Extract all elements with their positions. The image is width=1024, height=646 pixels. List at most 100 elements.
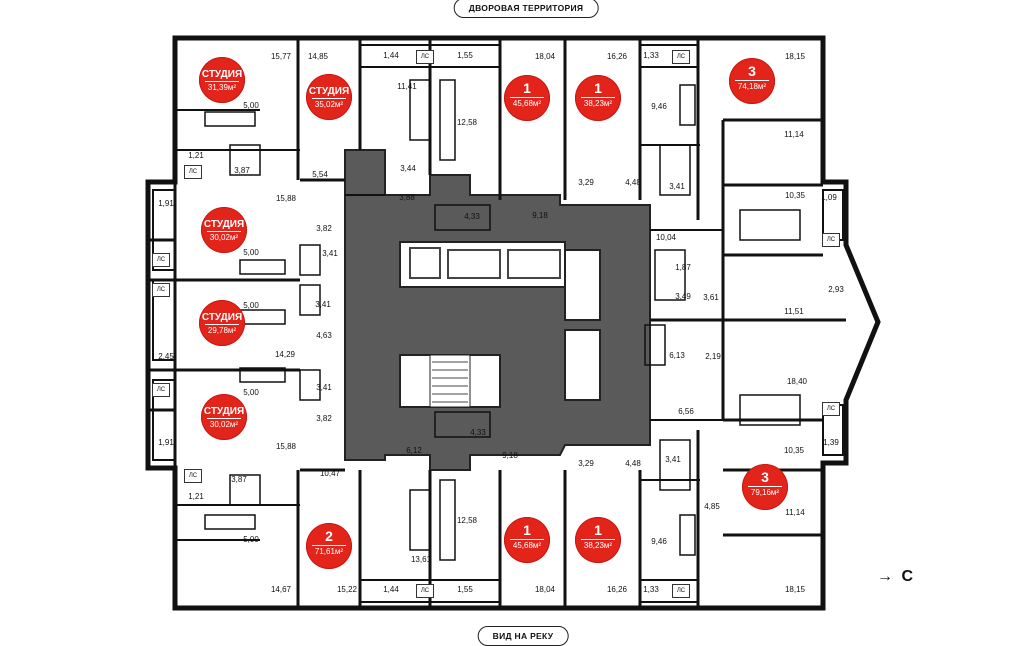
room-area: 18,04 <box>534 585 556 594</box>
room-area: 3,41 <box>665 455 681 464</box>
arrow-right-icon: → <box>877 568 893 585</box>
room-area: 4,63 <box>316 331 332 340</box>
north-letter: С <box>901 568 914 585</box>
ls-marker: ЛС <box>184 165 202 179</box>
room-area: 14,67 <box>270 585 292 594</box>
room-area: 9,46 <box>651 102 667 111</box>
apartment-area: 30,02м² <box>209 233 239 242</box>
footer-river-label: ВИД НА РЕКУ <box>477 626 569 646</box>
room-area: 14,29 <box>274 350 296 359</box>
room-area: 3,41 <box>322 249 338 258</box>
room-area: 2,19 <box>705 352 721 361</box>
room-area: 18,15 <box>784 585 806 594</box>
room-area: 1,55 <box>457 51 473 60</box>
room-area: 3,44 <box>400 164 416 173</box>
room-area: 15,88 <box>275 442 297 451</box>
apartment-area: 71,61м² <box>314 547 344 556</box>
apartment-area: 31,39м² <box>207 83 237 92</box>
room-area: 3,87 <box>234 166 250 175</box>
apartment-area: 35,02м² <box>314 100 344 109</box>
room-area: 3,41 <box>316 383 332 392</box>
ls-marker: ЛС <box>416 50 434 64</box>
apartment-type: 1 <box>523 80 531 96</box>
room-area: 12,58 <box>456 118 478 127</box>
room-area: 3,82 <box>316 414 332 423</box>
room-area: 1,39 <box>823 438 839 447</box>
apartment-badge[interactable]: 3 79,16м² <box>742 464 788 510</box>
north-indicator: → С <box>877 568 913 586</box>
room-area: 1,09 <box>821 193 837 202</box>
apartment-badge[interactable]: 1 38,23м² <box>575 75 621 121</box>
apartment-badge[interactable]: СТУДИЯ 29,78м² <box>199 300 245 346</box>
room-area: 11,14 <box>785 508 805 517</box>
apartment-badge[interactable]: 2 71,61м² <box>306 523 352 569</box>
room-area: 15,88 <box>275 194 297 203</box>
room-area: 3,41 <box>669 182 685 191</box>
room-area: 12,58 <box>456 516 478 525</box>
apartment-type: 2 <box>325 528 333 544</box>
apartment-area: 79,16м² <box>750 488 780 497</box>
room-area: 9,46 <box>651 537 667 546</box>
room-area: 1,44 <box>383 51 399 60</box>
room-area: 10,35 <box>783 446 805 455</box>
apartment-area: 45,68м² <box>512 99 542 108</box>
room-area: 11,14 <box>784 130 804 139</box>
room-area: 1,91 <box>158 199 174 208</box>
room-area: 3,49 <box>675 292 691 301</box>
room-area: 15,77 <box>270 52 292 61</box>
room-area: 2,45 <box>158 352 174 361</box>
room-area: 5,00 <box>243 101 259 110</box>
room-area: 3,88 <box>399 193 415 202</box>
apartment-type: 1 <box>594 80 602 96</box>
room-area: 18,15 <box>784 52 806 61</box>
apartment-badge[interactable]: СТУДИЯ 30,02м² <box>201 207 247 253</box>
ls-marker: ЛС <box>152 383 170 397</box>
ls-marker: ЛС <box>672 584 690 598</box>
ls-marker: ЛС <box>822 402 840 416</box>
apartment-type: 3 <box>748 63 756 79</box>
room-area: 2,93 <box>828 285 844 294</box>
room-area: 1,33 <box>643 585 659 594</box>
room-area: 16,26 <box>606 52 628 61</box>
apartment-badge[interactable]: 1 45,68м² <box>504 75 550 121</box>
room-area: 1,21 <box>188 492 204 501</box>
room-area: 3,29 <box>578 459 594 468</box>
room-area: 3,29 <box>578 178 594 187</box>
room-area: 1,33 <box>643 51 659 60</box>
ls-marker: ЛС <box>152 283 170 297</box>
room-area: 3,61 <box>703 293 719 302</box>
room-area: 3,41 <box>315 300 331 309</box>
room-area: 11,41 <box>397 82 417 91</box>
room-area: 5,00 <box>243 535 259 544</box>
apartment-area: 74,18м² <box>737 82 767 91</box>
room-area: 4,33 <box>470 428 486 437</box>
room-area: 14,85 <box>307 52 329 61</box>
room-area: 4,33 <box>464 212 480 221</box>
room-area: 16,26 <box>606 585 628 594</box>
room-area: 1,44 <box>383 585 399 594</box>
room-area: 6,56 <box>678 407 694 416</box>
room-area: 4,48 <box>625 178 641 187</box>
room-area: 5,00 <box>243 248 259 257</box>
apartment-area: 45,68м² <box>512 541 542 550</box>
apartment-type: СТУДИЯ <box>201 312 243 323</box>
room-area: 1,55 <box>457 585 473 594</box>
apartment-area: 38,23м² <box>583 541 613 550</box>
apartment-type: СТУДИЯ <box>203 219 245 230</box>
ls-marker: ЛС <box>152 253 170 267</box>
room-area: 10,47 <box>319 469 341 478</box>
apartment-badge[interactable]: 3 74,18м² <box>729 58 775 104</box>
apartment-area: 30,02м² <box>209 420 239 429</box>
apartment-area: 38,23м² <box>583 99 613 108</box>
header-yard-label: ДВОРОВАЯ ТЕРРИТОРИЯ <box>453 0 599 18</box>
apartment-area: 29,78м² <box>207 326 237 335</box>
apartment-type: 3 <box>761 469 769 485</box>
room-area: 18,04 <box>534 52 556 61</box>
room-area: 3,82 <box>316 224 332 233</box>
